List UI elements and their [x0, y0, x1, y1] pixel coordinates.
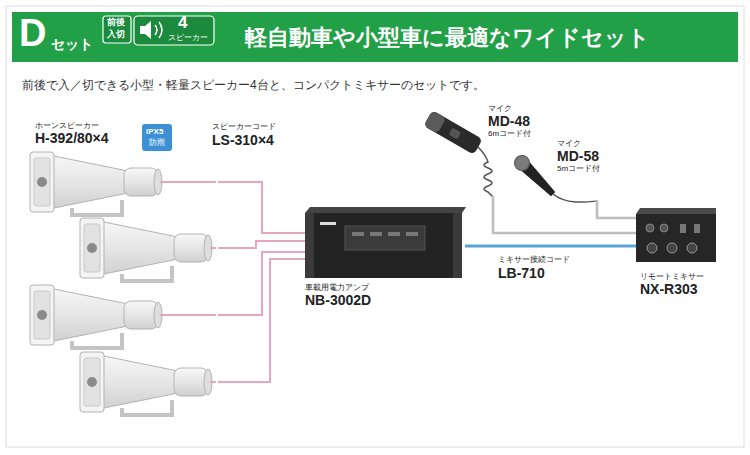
mixer-switch	[680, 224, 686, 233]
badge-text: 前後	[107, 17, 125, 27]
mixer-top	[636, 208, 716, 214]
set-word: セット	[51, 36, 93, 52]
rack-ear	[305, 213, 314, 278]
speaker-cord	[218, 252, 305, 315]
speaker-cord	[218, 182, 305, 382]
speaker-badge	[134, 16, 214, 45]
badge-text: 入切	[107, 29, 125, 39]
speaker-cord	[218, 241, 305, 248]
speaker-cord-stub	[210, 381, 216, 383]
part-caption: マイク	[557, 139, 615, 148]
model-number: MD-48	[488, 113, 547, 129]
horn-speaker	[30, 285, 162, 348]
model-number: NB-3002D	[305, 292, 465, 308]
horn-speaker	[30, 152, 162, 215]
part-number: LB-710	[498, 265, 545, 281]
set-letter: D	[19, 12, 46, 56]
part-caption: 5mコード付	[557, 164, 615, 173]
mixer-cord	[465, 245, 636, 248]
part-caption: マイク	[488, 104, 547, 113]
speaker-icon	[140, 21, 151, 39]
speaker-cord	[218, 259, 305, 382]
model-number: NX-R303	[640, 281, 721, 297]
rating-text: IPX5	[146, 127, 163, 136]
frame	[6, 6, 744, 447]
part-caption: スピーカーコード	[212, 122, 276, 131]
mixer-switch	[694, 224, 700, 233]
mixer-jack	[646, 224, 654, 232]
speaker-cord	[218, 182, 305, 233]
horn-speaker	[80, 218, 212, 281]
rating-text: 防雨	[149, 138, 165, 147]
title: 軽自動車や小型車に最適なワイドセット	[245, 25, 650, 50]
mic-switch	[449, 128, 462, 140]
mixer-jack	[660, 224, 668, 232]
model-number: H-392/80×4	[35, 130, 218, 146]
speaker-cord-stub	[210, 247, 216, 249]
amp-led	[406, 232, 418, 236]
speaker-group: ホーンスピーカーH-392/80×4	[28, 121, 218, 418]
badge-number: 4	[178, 13, 187, 33]
horn-speaker	[80, 352, 212, 415]
amplifier-unit: 車載用電力アンプNB-3002D	[305, 207, 465, 319]
mixer-cord	[465, 246, 636, 247]
part-caption: ホーンスピーカー	[35, 121, 218, 130]
mic-grille	[424, 110, 447, 134]
hand-microphone	[424, 110, 494, 197]
amp-led	[352, 232, 364, 236]
coiled-cord	[478, 147, 493, 197]
part-caption: リモートミキサー	[640, 272, 721, 281]
amp-led	[370, 232, 382, 236]
part-caption: ミキサー接続コード	[498, 255, 570, 264]
header-band	[12, 12, 738, 62]
badge-text: スピーカー	[168, 33, 208, 42]
microphone-unit: マイクMD-585mコード付	[512, 139, 615, 200]
speaker-cord-stub	[160, 181, 216, 183]
speaker-cord-stub	[160, 314, 216, 316]
mic-head	[511, 152, 532, 173]
caption: 前後で入／切できる小型・軽量スピーカー4台と、コンパクトミキサーのセットです。	[22, 79, 485, 93]
mic-body	[511, 152, 558, 199]
remote-mixer	[636, 208, 716, 262]
mic-cord	[597, 200, 636, 218]
rack-ear	[453, 213, 462, 278]
mic-cord	[493, 196, 636, 233]
part-caption: 車載用電力アンプ	[305, 283, 465, 292]
mic-body	[424, 110, 483, 155]
part-number: LS-310×4	[212, 132, 274, 148]
amp-logo	[320, 222, 336, 225]
switch-badge	[103, 16, 131, 43]
sound-waves	[155, 22, 162, 38]
mic-cord	[553, 194, 597, 202]
model-number: MD-58	[557, 148, 615, 164]
part-caption: 6mコード付	[488, 129, 547, 138]
amp-top	[305, 207, 466, 213]
amp-front	[305, 213, 462, 278]
amp-panel	[345, 226, 425, 250]
amp-led	[388, 232, 400, 236]
mixer-body	[636, 214, 716, 262]
mic-handle	[424, 110, 483, 155]
mixer-knob	[687, 243, 697, 253]
power-amplifier	[305, 207, 466, 278]
microphone-unit: マイクMD-486mコード付	[422, 104, 547, 196]
mixer-knob	[667, 243, 677, 253]
mixer-unit: リモートミキサーNX-R303	[636, 208, 721, 300]
mixer-knob	[647, 243, 657, 253]
mic-cord	[597, 200, 636, 218]
speaker-cord-stub	[160, 182, 216, 382]
mic-cord	[493, 196, 636, 233]
ipx5-badge	[142, 124, 172, 151]
